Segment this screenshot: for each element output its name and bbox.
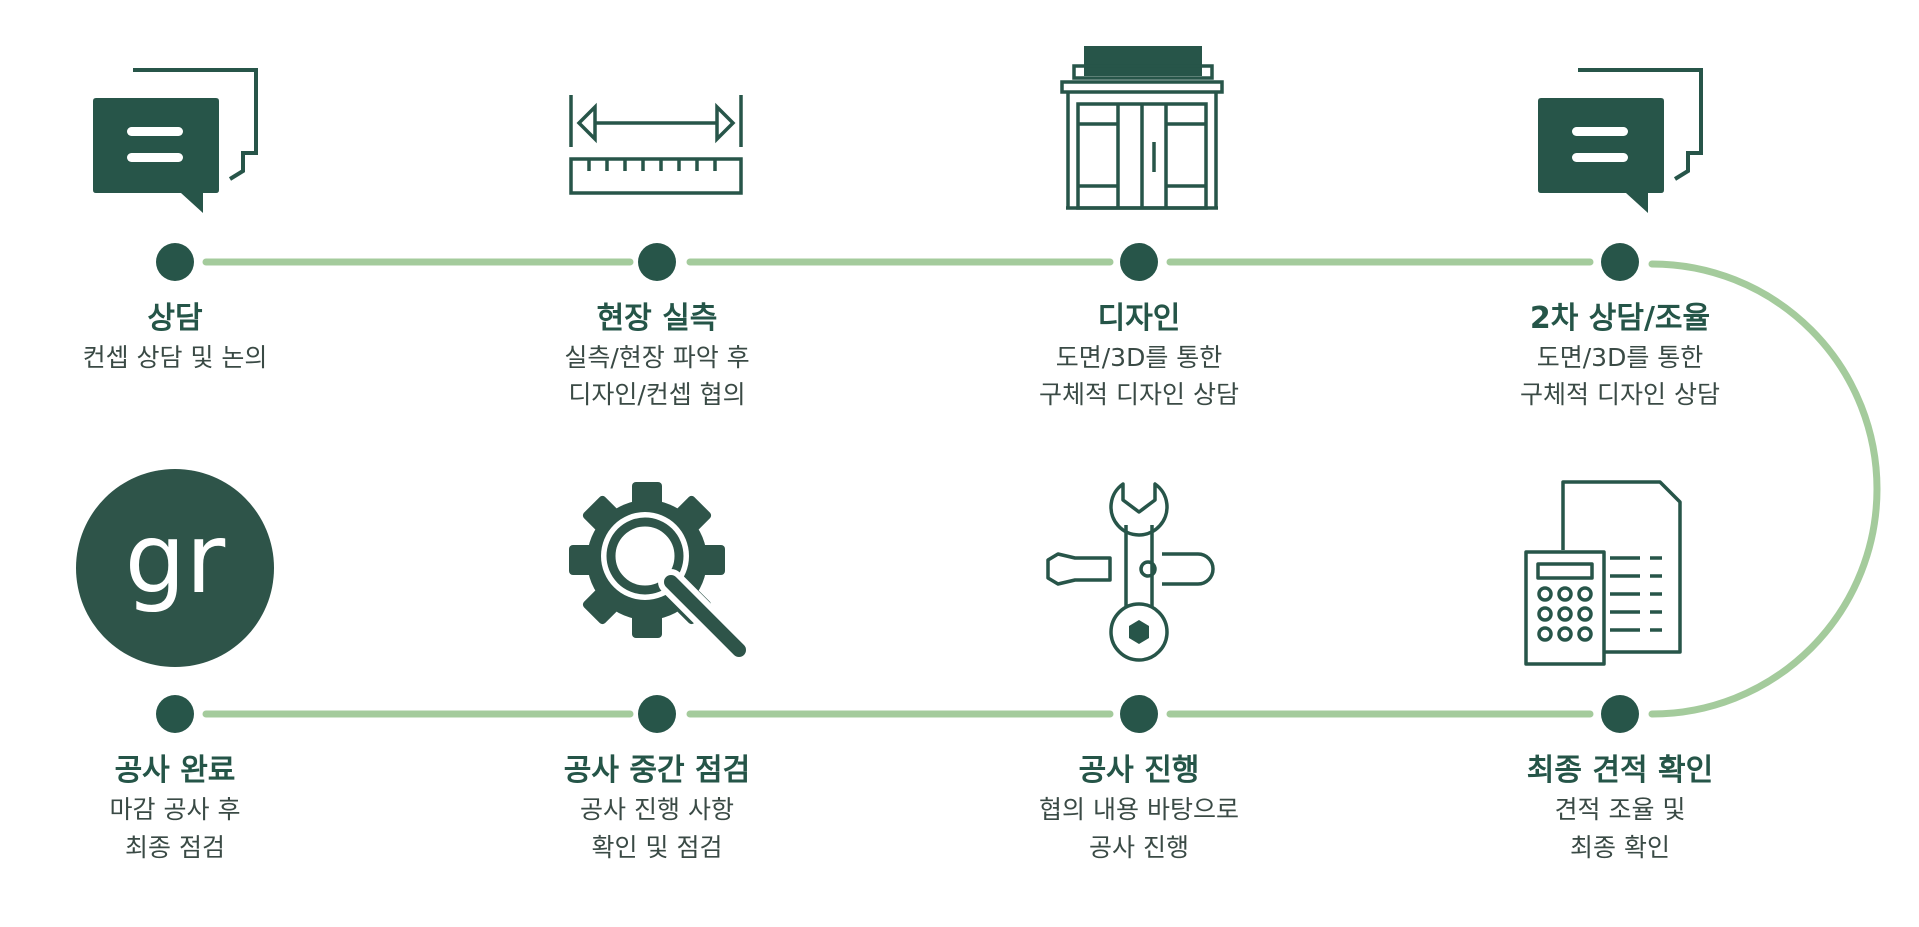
step-desc-line: 도면/3D를 통한 <box>1537 343 1704 372</box>
step-desc-line: 공사 진행 사항 <box>580 795 734 824</box>
step-title: 공사 완료 <box>115 753 236 788</box>
step-design: 디자인 도면/3D를 통한 구체적 디자인 상담 <box>1039 301 1239 409</box>
step-desc-line: 공사 진행 <box>1089 833 1189 862</box>
step-desc-line: 실측/현장 파악 후 <box>564 343 749 372</box>
node-estimate <box>1601 695 1639 733</box>
step-desc-line: 컨셉 상담 및 논의 <box>83 343 268 372</box>
step-desc-line: 최종 점검 <box>125 833 225 862</box>
timeline-curve <box>1648 260 1881 718</box>
wrench-screwdriver-icon <box>1046 482 1215 662</box>
gear-magnifier-icon <box>569 482 752 663</box>
step-desc-line: 마감 공사 후 <box>110 795 241 824</box>
step-desc-line: 최종 확인 <box>1570 833 1670 862</box>
step-estimate: 최종 견적 확인 견적 조율 및 최종 확인 <box>1527 753 1714 862</box>
step-desc-line: 협의 내용 바탕으로 <box>1039 795 1239 824</box>
node-site-measure <box>638 243 676 281</box>
step-complete: 공사 완료 마감 공사 후 최종 점검 <box>110 753 241 862</box>
step-title: 2차 상담/조율 <box>1530 301 1710 336</box>
step-title: 공사 중간 점검 <box>564 753 751 788</box>
node-construction <box>1120 695 1158 733</box>
step-title: 상담 <box>147 301 203 336</box>
step-inspection: 공사 중간 점검 공사 진행 사항 확인 및 점검 <box>564 753 751 862</box>
timeline <box>202 258 1881 718</box>
node-inspection <box>638 695 676 733</box>
step-desc-line: 도면/3D를 통한 <box>1056 343 1223 372</box>
step-title: 디자인 <box>1098 301 1181 336</box>
gr-logo-icon: gr <box>76 469 274 667</box>
step-desc-line: 구체적 디자인 상담 <box>1039 380 1239 409</box>
node-consult <box>156 243 194 281</box>
ruler-measure-icon <box>569 95 743 195</box>
node-complete <box>156 695 194 733</box>
step-title: 현장 실측 <box>597 301 718 336</box>
step-site-measure: 현장 실측 실측/현장 파악 후 디자인/컨셉 협의 <box>564 301 749 409</box>
step-desc-line: 구체적 디자인 상담 <box>1520 380 1720 409</box>
logo-text: gr <box>125 503 226 615</box>
chat-bubbles-icon <box>1538 68 1703 213</box>
step-desc-line: 디자인/컨셉 협의 <box>568 380 745 409</box>
step-title: 공사 진행 <box>1079 753 1200 788</box>
storefront-icon <box>1060 46 1224 210</box>
chat-bubbles-icon <box>93 68 258 213</box>
step-desc-line: 견적 조율 및 <box>1555 795 1686 824</box>
calculator-document-icon <box>1524 480 1682 666</box>
step-second-consult: 2차 상담/조율 도면/3D를 통한 구체적 디자인 상담 <box>1520 301 1720 409</box>
step-desc-line: 확인 및 점검 <box>592 833 723 862</box>
node-design <box>1120 243 1158 281</box>
node-second-consult <box>1601 243 1639 281</box>
step-construction: 공사 진행 협의 내용 바탕으로 공사 진행 <box>1039 753 1239 862</box>
step-consult: 상담 컨셉 상담 및 논의 <box>83 301 268 372</box>
timeline-nodes <box>156 243 1639 733</box>
step-title: 최종 견적 확인 <box>1527 753 1714 788</box>
